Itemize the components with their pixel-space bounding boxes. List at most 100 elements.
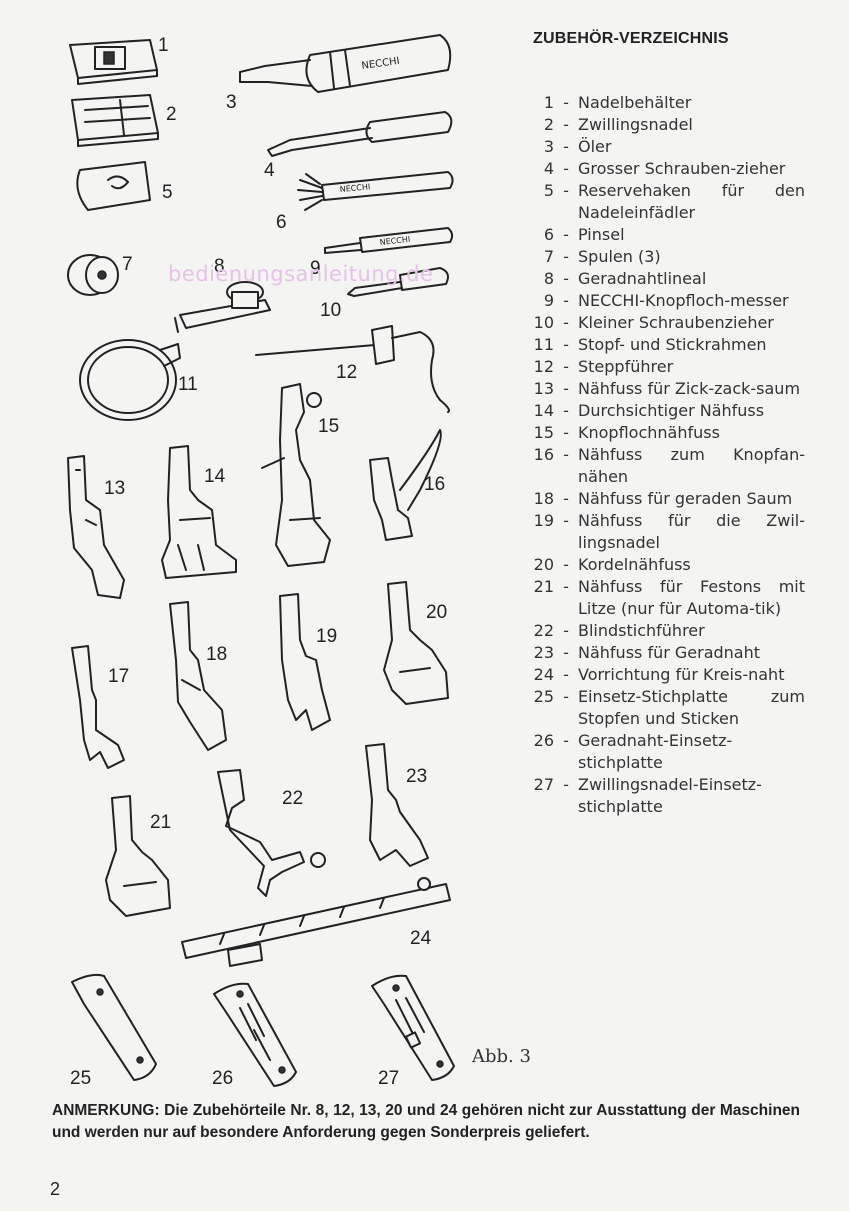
accessory-list-item: 18-Nähfuss für geraden Saum [520,488,805,510]
accessory-list-item: 23-Nähfuss für Geradnaht [520,642,805,664]
figure-label-18: 18 [206,644,228,665]
item-dash: - [563,555,569,574]
accessory-list-item: 25-Einsetz-Stichplatte zum Stopfen und S… [520,686,805,730]
accessory-list-item: 14-Durchsichtiger Nähfuss [520,400,805,422]
foot-13-drawing [67,455,125,599]
item-dash: - [563,445,569,464]
item-dash: - [563,247,569,266]
figure-label-20: 20 [426,602,448,623]
item-dash: - [563,511,569,530]
item-label: Geradnaht-Einsetz-stichplatte [578,731,733,772]
figure-label-22: 22 [282,788,304,809]
accessory-list-item: 22-Blindstichführer [520,620,805,642]
foot-18-drawing [169,601,227,751]
item-number: 13 [533,379,554,398]
item-number: 16 [533,445,554,464]
item-label: Nähfuss für die Zwil-lingsnadel [578,511,805,552]
item-number: 22 [533,621,554,640]
item-number: 9 [543,291,554,310]
figure-label-14: 14 [204,466,226,487]
item-label: Öler [578,137,612,156]
item-dash: - [563,775,569,794]
accessory-list-item: 3-Öler [520,136,805,158]
embroidery-hoop-drawing [79,339,181,421]
item-number: 7 [543,247,554,266]
item-number: 20 [533,555,554,574]
accessory-list-item: 27-Zwillingsnadel-Einsetz-stichplatte [520,774,805,818]
accessory-list-item: 4-Grosser Schrauben-zieher [520,158,805,180]
accessory-list-item: 11-Stopf- und Stickrahmen [520,334,805,356]
item-number: 23 [533,643,554,662]
needle-case-drawing [69,39,158,85]
seam-guide-drawing [174,281,271,333]
item-number: 11 [533,335,554,354]
item-dash: - [563,401,569,420]
figure-label-13: 13 [104,478,126,499]
item-dash: - [563,643,569,662]
figure-label-7: 7 [122,254,133,275]
item-dash: - [563,291,569,310]
foot-23-drawing [365,743,429,867]
item-label: Nähfuss für Festons mit Litze (nur für A… [578,577,805,618]
item-dash: - [563,379,569,398]
item-dash: - [563,577,569,596]
figure-label-15: 15 [318,416,340,437]
item-dash: - [563,137,569,156]
item-label: NECCHI-Knopfloch-messer [578,291,789,310]
item-number: 5 [543,181,554,200]
figure-label-1: 1 [158,35,169,56]
figure-label-26: 26 [212,1068,234,1089]
figure-caption: Abb. 3 [472,1046,531,1067]
oiler-drawing: NECCHI [239,34,452,93]
item-label: Nähfuss für Zick-zack-saum [578,379,801,398]
item-dash: - [563,423,569,442]
item-label: Blindstichführer [578,621,705,640]
accessory-list-item: 10-Kleiner Schraubenzieher [520,312,805,334]
plate-26-drawing [213,982,297,1087]
item-number: 6 [543,225,554,244]
accessory-list-item: 7-Spulen (3) [520,246,805,268]
bobbin-drawing [67,254,119,296]
accessory-list-item: 13-Nähfuss für Zick-zack-saum [520,378,805,400]
item-dash: - [563,621,569,640]
accessory-list-item: 9-NECCHI-Knopfloch-messer [520,290,805,312]
figure-label-3: 3 [226,92,237,113]
item-number: 25 [533,687,554,706]
figure-label-19: 19 [316,626,338,647]
item-dash: - [563,731,569,750]
item-number: 14 [533,401,554,420]
item-label: Stopf- und Stickrahmen [578,335,767,354]
item-dash: - [563,335,569,354]
figure-label-5: 5 [162,182,173,203]
page-number: 2 [50,1179,61,1199]
foot-22-drawing [217,769,326,897]
item-dash: - [563,687,569,706]
plate-25-drawing [71,973,157,1081]
accessory-list-item: 15-Knopflochnähfuss [520,422,805,444]
small-screwdriver-drawing [347,267,449,297]
spare-hook-drawing [76,161,151,211]
item-number: 12 [533,357,554,376]
item-label: Kleiner Schraubenzieher [578,313,774,332]
accessory-list-item: 5-Reservehaken für den Nadeleinfädler [520,180,805,224]
accessory-list-item: 6-Pinsel [520,224,805,246]
figure-label-2: 2 [166,104,177,125]
item-label: Zwillingsnadel [578,115,693,134]
accessory-list-item: 24-Vorrichtung für Kreis-naht [520,664,805,686]
accessory-list-item: 16-Nähfuss zum Knopfan-nähen [520,444,805,488]
item-dash: - [563,489,569,508]
item-label: Einsetz-Stichplatte zum Stopfen und Stic… [578,687,805,728]
figure-label-12: 12 [336,362,358,383]
item-number: 15 [533,423,554,442]
item-label: Nähfuss zum Knopfan-nähen [578,445,805,486]
item-label: Knopflochnähfuss [578,423,720,442]
buttonhole-knife-drawing: NECCHI [324,227,454,254]
accessory-list-item: 20-Kordelnähfuss [520,554,805,576]
oiler-brand: NECCHI [361,56,400,72]
accessory-list-item: 21-Nähfuss für Festons mit Litze (nur fü… [520,576,805,620]
item-number: 21 [533,577,554,596]
ripper-brand: NECCHI [379,235,410,247]
figure-label-10: 10 [320,300,342,321]
accessory-list-item: 1-Nadelbehälter [520,92,805,114]
